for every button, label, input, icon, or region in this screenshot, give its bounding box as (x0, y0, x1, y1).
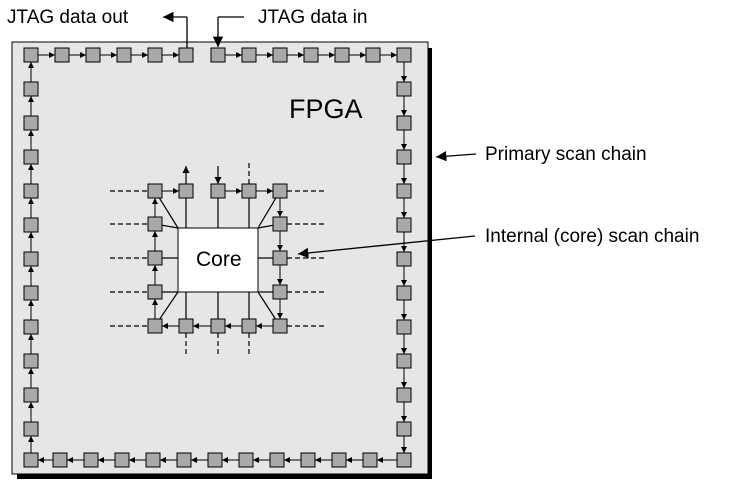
core-scan-cell (147, 318, 163, 334)
primary-scan-chain-label: Primary scan chain (485, 144, 647, 165)
boundary-scan-cell (147, 47, 163, 63)
boundary-scan-cell (23, 319, 39, 335)
core-scan-cell (272, 183, 288, 199)
core-label: Core (196, 248, 242, 271)
boundary-scan-cell (54, 47, 70, 63)
boundary-scan-cell (23, 251, 39, 267)
core-spoke (257, 224, 274, 229)
boundary-scan-cell (210, 47, 226, 63)
boundary-scan-cell (23, 217, 39, 233)
boundary-scan-cell (303, 47, 319, 63)
boundary-scan-cell (396, 285, 412, 301)
internal-chain-pointer (297, 235, 476, 259)
boundary-scan-cell (396, 452, 412, 468)
core-scan-cell (178, 318, 194, 334)
boundary-scan-cell (116, 47, 132, 63)
boundary-scan-cell (83, 452, 99, 468)
fpga-label: FPGA (289, 94, 363, 124)
scan-cells (23, 47, 412, 468)
core-scan-cell (210, 183, 226, 199)
boundary-scan-cell (396, 115, 412, 131)
core-scan-cell (272, 216, 288, 232)
core-scan-cell (272, 284, 288, 300)
boundary-scan-cell (396, 47, 412, 63)
core-scan-cell (147, 250, 163, 266)
boundary-scan-cell (23, 452, 39, 468)
boundary-scan-cell (23, 353, 39, 369)
core-spokes (110, 160, 326, 356)
boundary-scan-cell (396, 81, 412, 97)
boundary-scan-cell (396, 149, 412, 165)
boundary-scan-cell (207, 452, 223, 468)
core-scan-cell (241, 318, 257, 334)
boundary-scan-cell (300, 452, 316, 468)
boundary-scan-cell (396, 217, 412, 233)
boundary-scan-cell (331, 452, 347, 468)
boundary-scan-cell (334, 47, 350, 63)
boundary-scan-cell (396, 251, 412, 267)
boundary-scan-cell (269, 452, 285, 468)
boundary-scan-cell (52, 452, 68, 468)
boundary-scan-cell (178, 47, 194, 63)
boundary-scan-cell (145, 452, 161, 468)
boundary-scan-cell (396, 319, 412, 335)
core-spoke (158, 196, 179, 229)
boundary-scan-cell (362, 452, 378, 468)
boundary-scan-cell (23, 47, 39, 63)
boundary-scan-cell (23, 183, 39, 199)
boundary-scan-cell (176, 452, 192, 468)
core-scan-cell (178, 183, 194, 199)
boundary-scan-cell (396, 353, 412, 369)
boundary-scan-cell (23, 149, 39, 165)
boundary-scan-cell (23, 285, 39, 301)
boundary-scan-cell (396, 387, 412, 403)
boundary-scan-cell (238, 452, 254, 468)
core-spoke (158, 291, 179, 321)
boundary-scan-cell (396, 421, 412, 437)
boundary-scan-cell (85, 47, 101, 63)
boundary-scan-cell (23, 81, 39, 97)
core-scan-cell (272, 250, 288, 266)
boundary-scan-cell (241, 47, 257, 63)
boundary-scan-cell (365, 47, 381, 63)
core-spoke (257, 291, 277, 321)
scan-chain-links (28, 52, 407, 463)
boundary-scan-cell (114, 452, 130, 468)
core-block (177, 227, 259, 293)
boundary-scan-cell (23, 387, 39, 403)
boundary-scan-cell (23, 421, 39, 437)
core-scan-cell (210, 318, 226, 334)
jtag-data-out-label: JTAG data out (7, 7, 129, 28)
core-scan-cell (272, 318, 288, 334)
boundary-scan-cell (23, 115, 39, 131)
internal-scan-chain-label: Internal (core) scan chain (485, 226, 700, 247)
core-scan-cell (147, 216, 163, 232)
jtag-data-in-label: JTAG data in (258, 7, 368, 28)
core-scan-cell (147, 183, 163, 199)
core-scan-cell (147, 284, 163, 300)
core-scan-cell (241, 183, 257, 199)
core-spoke (257, 196, 277, 229)
boundary-scan-cell (272, 47, 288, 63)
boundary-scan-cell (396, 183, 412, 199)
primary-chain-pointer (435, 151, 477, 162)
core-spoke (161, 224, 179, 229)
